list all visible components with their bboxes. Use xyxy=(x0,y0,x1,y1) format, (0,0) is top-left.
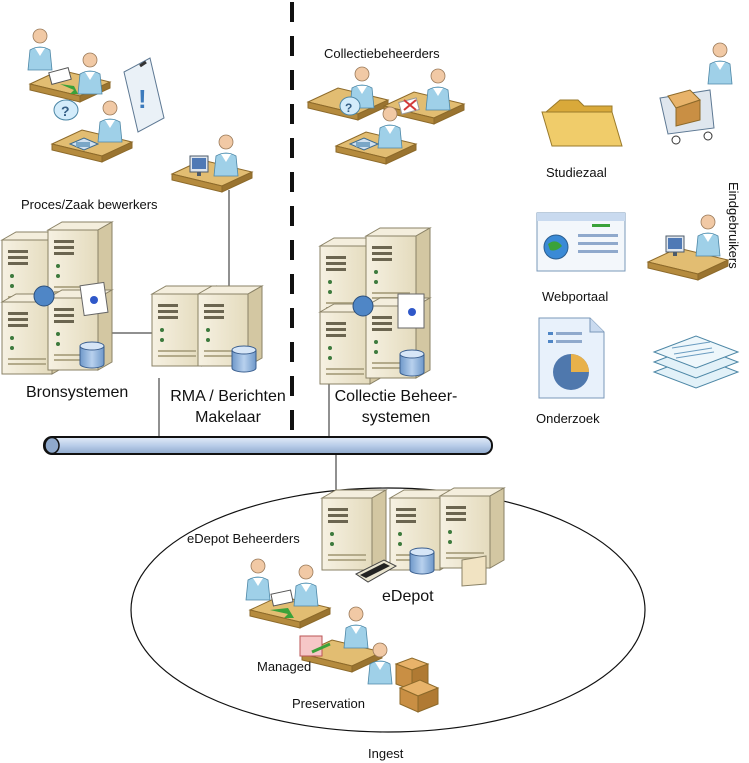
svg-text:!: ! xyxy=(138,84,147,114)
report-icon xyxy=(538,317,605,399)
boxes-icon xyxy=(394,657,440,713)
label-onderzoek: Onderzoek xyxy=(536,411,600,426)
label-edepot-beheerders: eDepot Beheerders xyxy=(187,531,300,546)
label-collectiebeheerders: Collectiebeheerders xyxy=(324,46,440,61)
label-collectie-line2: systemen xyxy=(361,409,431,426)
webportal-icon xyxy=(536,212,626,272)
server-icon xyxy=(319,227,431,385)
label-rma-line2: Makelaar xyxy=(195,409,261,426)
server-icon xyxy=(151,285,263,373)
label-collectie-line1: Collectie Beheer- xyxy=(334,388,458,405)
folder-icon xyxy=(541,99,623,147)
server-icon xyxy=(1,221,113,375)
clipboard-icon: ! xyxy=(123,57,165,133)
message-bus xyxy=(43,436,493,455)
workstation-icon xyxy=(171,134,253,193)
workers-icon xyxy=(245,558,393,685)
workers-icon: ? xyxy=(27,28,133,163)
workers-icon: ? xyxy=(307,66,465,165)
label-preservation: Preservation xyxy=(292,696,365,711)
svg-text:?: ? xyxy=(61,103,70,119)
label-managed: Managed xyxy=(257,659,312,674)
documents-icon xyxy=(652,335,740,389)
label-bronsystemen: Bronsystemen xyxy=(26,384,129,401)
label-edepot: eDepot xyxy=(382,588,434,605)
label-webportaal: Webportaal xyxy=(542,289,609,304)
label-rma-line1: RMA / Berichten xyxy=(170,388,286,405)
svg-text:?: ? xyxy=(345,101,352,115)
server-icon xyxy=(321,487,505,587)
label-studiezaal: Studiezaal xyxy=(546,165,607,180)
tape-icon xyxy=(355,559,398,583)
label-ingest: Ingest xyxy=(368,746,404,761)
cart-icon xyxy=(659,42,733,145)
edepot-boundary xyxy=(130,487,646,733)
label-eindgebruikers: Eindgebruikers xyxy=(726,182,741,269)
workstation-icon xyxy=(647,214,729,281)
label-proces-zaak-bewerkers: Proces/Zaak bewerkers xyxy=(21,197,158,212)
